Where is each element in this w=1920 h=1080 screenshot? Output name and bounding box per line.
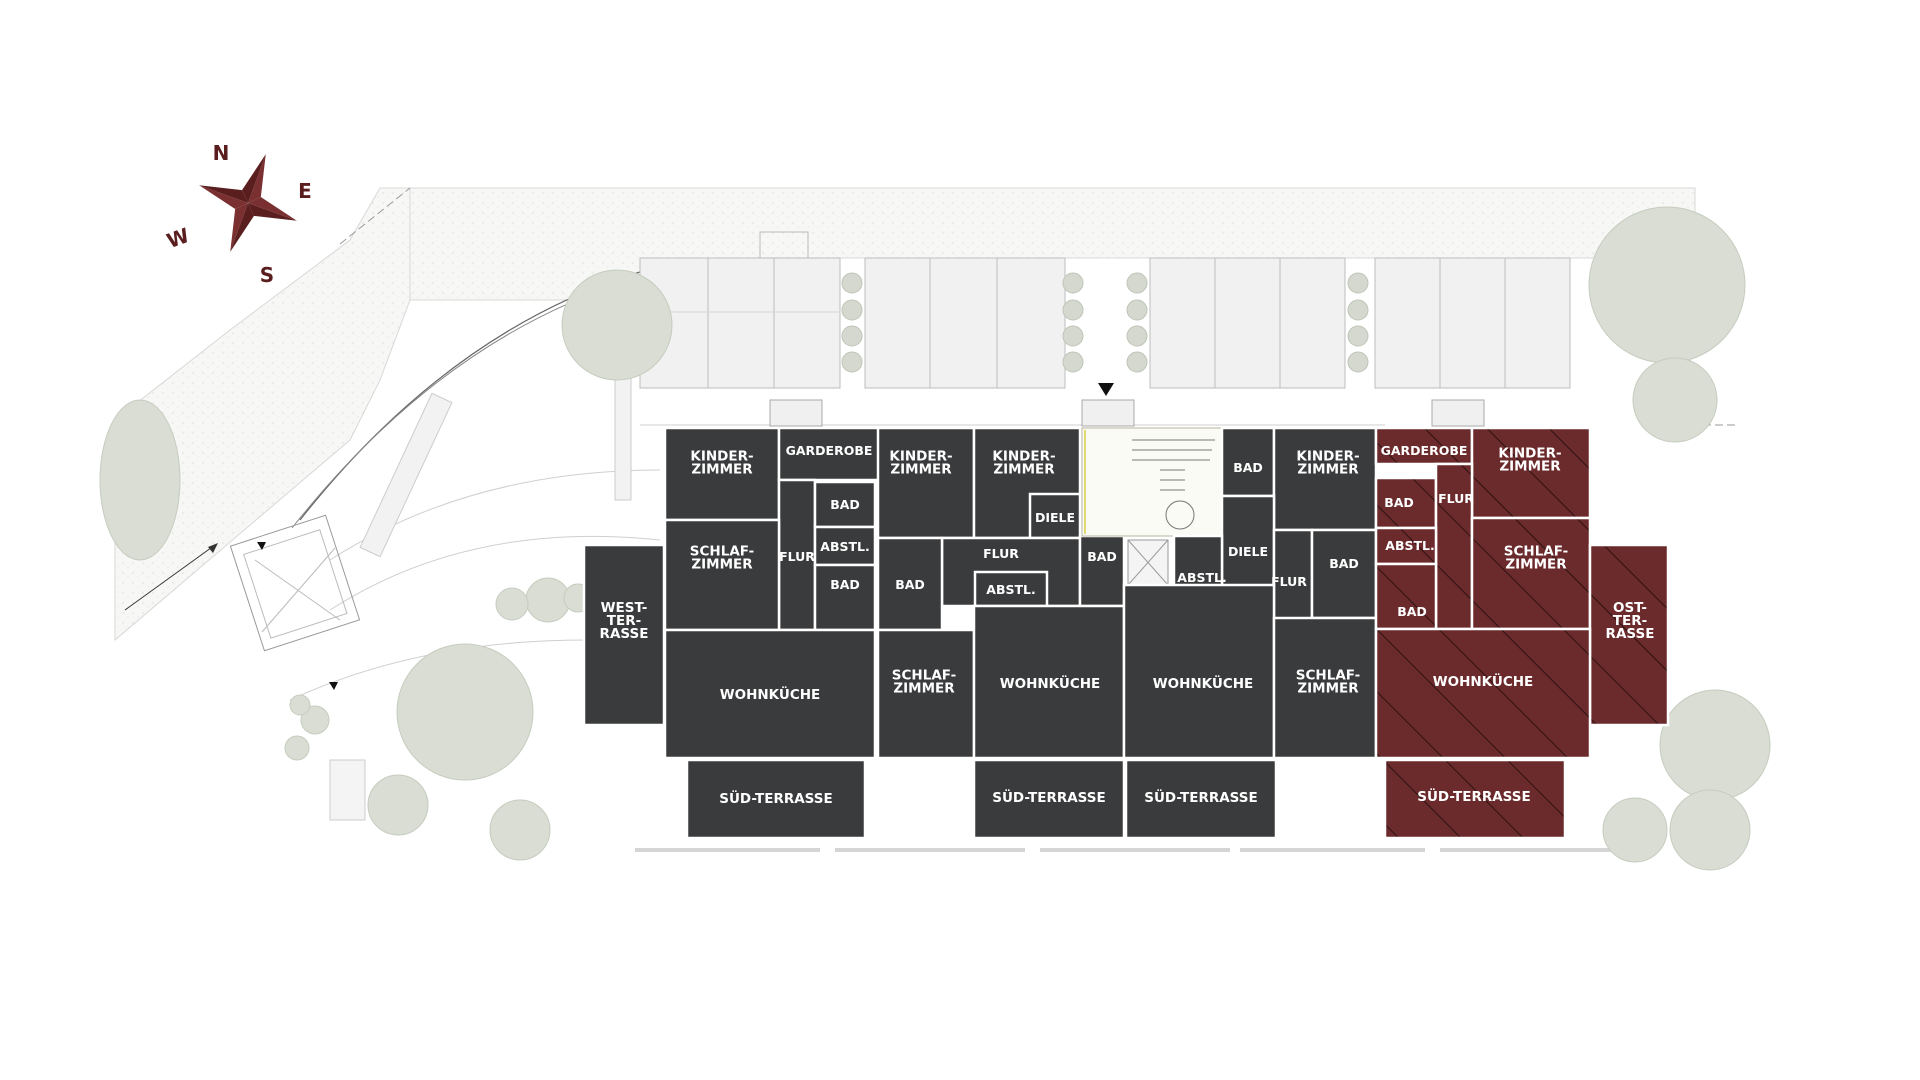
- room-label: ABSTL.: [986, 582, 1035, 597]
- stair-core: [1081, 427, 1223, 586]
- room-garderobe: [777, 426, 881, 482]
- room-label: WOHNKÜCHE: [720, 685, 821, 703]
- room-flur: [1434, 462, 1474, 631]
- room-abstellraum: [1374, 526, 1438, 566]
- room-kinderzimmer: [1470, 426, 1592, 520]
- room-west-terrace: [582, 543, 666, 727]
- room-label: KINDER-ZIMMER: [1296, 449, 1359, 478]
- parking-area: [639, 257, 1571, 389]
- room-kinderzimmer: [1272, 426, 1378, 532]
- room-label: FLUR: [779, 549, 815, 564]
- entrance-marker-icon: [1098, 383, 1114, 396]
- room-label: SÜD-TERRASSE: [992, 788, 1106, 806]
- room-label: KINDER-ZIMMER: [889, 449, 952, 478]
- room-label: WOHNKÜCHE: [1000, 674, 1101, 692]
- building: [582, 426, 1670, 840]
- room-label: KINDER-ZIMMER: [1498, 446, 1561, 475]
- room-bad: [1220, 426, 1276, 498]
- room-abstellraum: [973, 570, 1049, 608]
- room-sued-terrasse: [1124, 758, 1278, 840]
- room-label: SCHLAF-ZIMMER: [1504, 544, 1568, 573]
- unit-c: [1122, 426, 1378, 840]
- room-diele: [1028, 492, 1082, 540]
- room-label: SCHLAF-ZIMMER: [892, 668, 956, 697]
- hedge-shrubs: [841, 272, 1369, 373]
- room-label: DIELE: [1035, 510, 1075, 525]
- room-bad: [1310, 528, 1378, 620]
- room-schlafzimmer: [663, 518, 781, 632]
- compass-east: E: [298, 179, 312, 203]
- room-label: BAD: [1087, 549, 1117, 564]
- room-label: SÜD-TERRASSE: [719, 789, 833, 807]
- room-label: KINDER-ZIMMER: [690, 449, 753, 478]
- room-sued-terrasse: [972, 758, 1126, 840]
- room-label: SCHLAF-ZIMMER: [690, 544, 754, 573]
- unit-b: [876, 426, 1126, 840]
- room-wohnkueche: [1122, 583, 1276, 760]
- room-schlafzimmer: [1470, 516, 1592, 631]
- room-label: OST-TER-RASSE: [1606, 600, 1655, 642]
- room-label: ABSTL.: [820, 539, 869, 554]
- room-bad: [1078, 534, 1126, 608]
- compass-north: N: [213, 141, 230, 165]
- room-label: SÜD-TERRASSE: [1417, 787, 1531, 805]
- room-label: KINDER-ZIMMER: [992, 449, 1055, 478]
- unit-a: [582, 426, 881, 840]
- room-label: BAD: [1384, 495, 1414, 510]
- room-label: DIELE: [1228, 544, 1268, 559]
- room-bad: [876, 536, 944, 632]
- room-kinderzimmer: [876, 426, 976, 540]
- room-label: WOHNKÜCHE: [1153, 674, 1254, 692]
- room-label: ABSTL.: [1385, 538, 1434, 553]
- room-label: SCHLAF-ZIMMER: [1296, 668, 1360, 697]
- room-label: SÜD-TERRASSE: [1144, 788, 1258, 806]
- compass-south: S: [260, 263, 274, 287]
- unit-d-highlighted: [1374, 426, 1670, 840]
- room-label: WOHNKÜCHE: [1433, 672, 1534, 690]
- room-label: FLUR: [1438, 491, 1474, 506]
- room-sued-terrasse: [1383, 758, 1567, 840]
- room-schlafzimmer: [1272, 616, 1378, 760]
- site-context: [114, 187, 1735, 852]
- room-wohnkueche: [972, 604, 1126, 760]
- room-label: GARDEROBE: [1381, 443, 1468, 458]
- room-label: FLUR: [1271, 574, 1307, 589]
- room-label: BAD: [1233, 460, 1263, 475]
- room-label: BAD: [830, 497, 860, 512]
- room-label: ABSTL.: [1177, 570, 1226, 585]
- compass-west: W: [164, 223, 193, 253]
- room-label: BAD: [830, 577, 860, 592]
- room-wohnkueche: [1374, 627, 1592, 760]
- room-kinderzimmer: [663, 426, 781, 522]
- room-label: GARDEROBE: [786, 443, 873, 458]
- room-wohnkueche: [663, 628, 877, 760]
- access-road: [114, 187, 411, 642]
- room-label: FLUR: [983, 546, 1019, 561]
- room-label: BAD: [1329, 556, 1359, 571]
- room-sued-terrasse: [685, 758, 867, 840]
- room-bad: [1374, 562, 1438, 631]
- room-label: WEST-TER-RASSE: [600, 600, 649, 642]
- room-labels: KINDER-ZIMMER GARDEROBE BAD ABSTL. BAD F…: [600, 443, 1655, 807]
- ramp-enclosure: [229, 514, 361, 652]
- compass-rose-icon: [199, 154, 297, 252]
- room-bad: [813, 563, 877, 632]
- room-abstellraum: [813, 525, 877, 567]
- room-label: BAD: [1397, 604, 1427, 619]
- room-label: BAD: [895, 577, 925, 592]
